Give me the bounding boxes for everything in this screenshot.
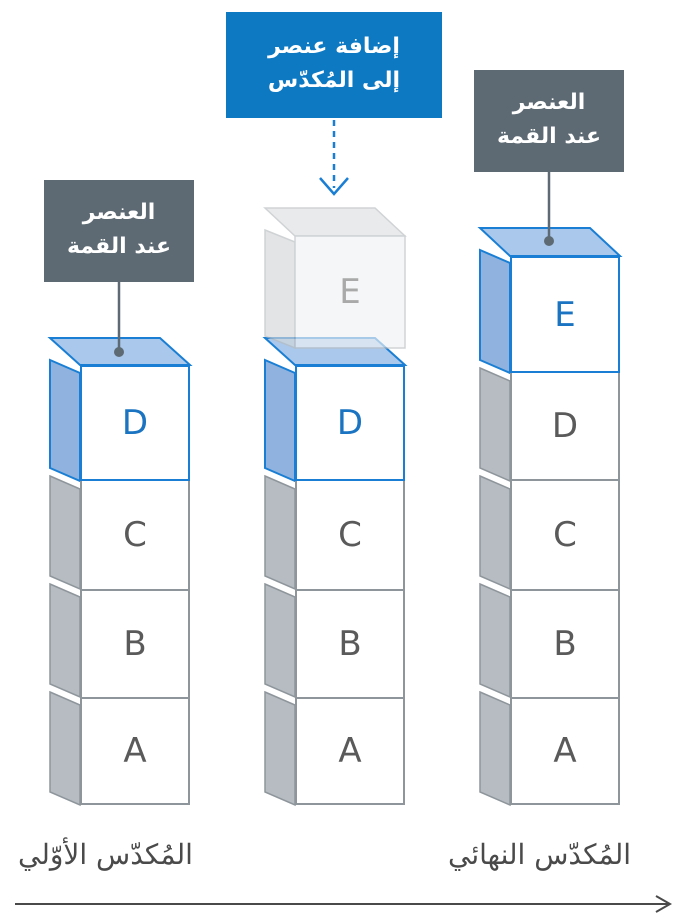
top-item-label-final: العنصر عند القمة (474, 70, 624, 172)
cube-label: A (338, 731, 362, 771)
stack-final (477, 172, 623, 807)
cube-B: B (295, 589, 405, 699)
cube-side-B (479, 582, 511, 699)
cube-D-top: D (295, 365, 405, 481)
cube-label: C (123, 515, 147, 555)
push-arrow-head (319, 177, 349, 196)
cube-side-D (479, 366, 511, 483)
cube-label: B (553, 624, 577, 664)
cube-B: B (80, 589, 190, 699)
progress-arrow-head (655, 895, 673, 913)
cube-C: C (80, 479, 190, 591)
label-line: العنصر (82, 200, 156, 225)
cube-label: A (123, 731, 147, 771)
cube-side-D (264, 358, 296, 483)
cube-label: B (123, 624, 147, 664)
cube-A: A (510, 697, 620, 805)
cube-label: C (338, 515, 362, 555)
cube-side-E (479, 248, 511, 375)
cube-side-D (49, 358, 81, 483)
cube-side-A (479, 690, 511, 807)
cube-side-A (264, 690, 296, 807)
cube-side-B (49, 582, 81, 699)
caption-final-stack: المُكدّس النهائي (448, 838, 632, 871)
caption-initial-stack: المُكدّس الأوّلي (18, 838, 193, 871)
cube-side-C (479, 474, 511, 591)
cube-D: D (510, 371, 620, 481)
cube-side-C (49, 474, 81, 591)
cube-A: A (295, 697, 405, 805)
label-line: عند القمة (496, 124, 602, 149)
label-line: العنصر (512, 90, 586, 115)
label-line: إلى المُكدّس (267, 68, 401, 93)
cube-label: D (551, 406, 579, 446)
label-line: عند القمة (66, 234, 172, 259)
cube-label: A (553, 731, 577, 771)
cube-A: A (80, 697, 190, 805)
cube-label: C (553, 515, 577, 555)
cube-D-top: D (80, 365, 190, 481)
top-item-label-initial: العنصر عند القمة (44, 180, 194, 282)
cube-C: C (510, 479, 620, 591)
stack-pushing (262, 120, 408, 807)
cube-side-A (49, 690, 81, 807)
cube-label: E (554, 294, 576, 335)
ghost-cube-E-label: E (295, 236, 405, 348)
cube-label: B (338, 624, 362, 664)
cube-side-C (264, 474, 296, 591)
cube-label: D (336, 403, 364, 443)
cube-label: D (121, 403, 149, 443)
cube-label: E (339, 272, 361, 312)
cube-E-top: E (510, 256, 620, 373)
cube-side-B (264, 582, 296, 699)
ghost-cube-E (263, 207, 407, 350)
push-item-label: إضافة عنصر إلى المُكدّس (226, 12, 442, 118)
label-line: إضافة عنصر (268, 34, 400, 59)
cube-C: C (295, 479, 405, 591)
cube-B: B (510, 589, 620, 699)
